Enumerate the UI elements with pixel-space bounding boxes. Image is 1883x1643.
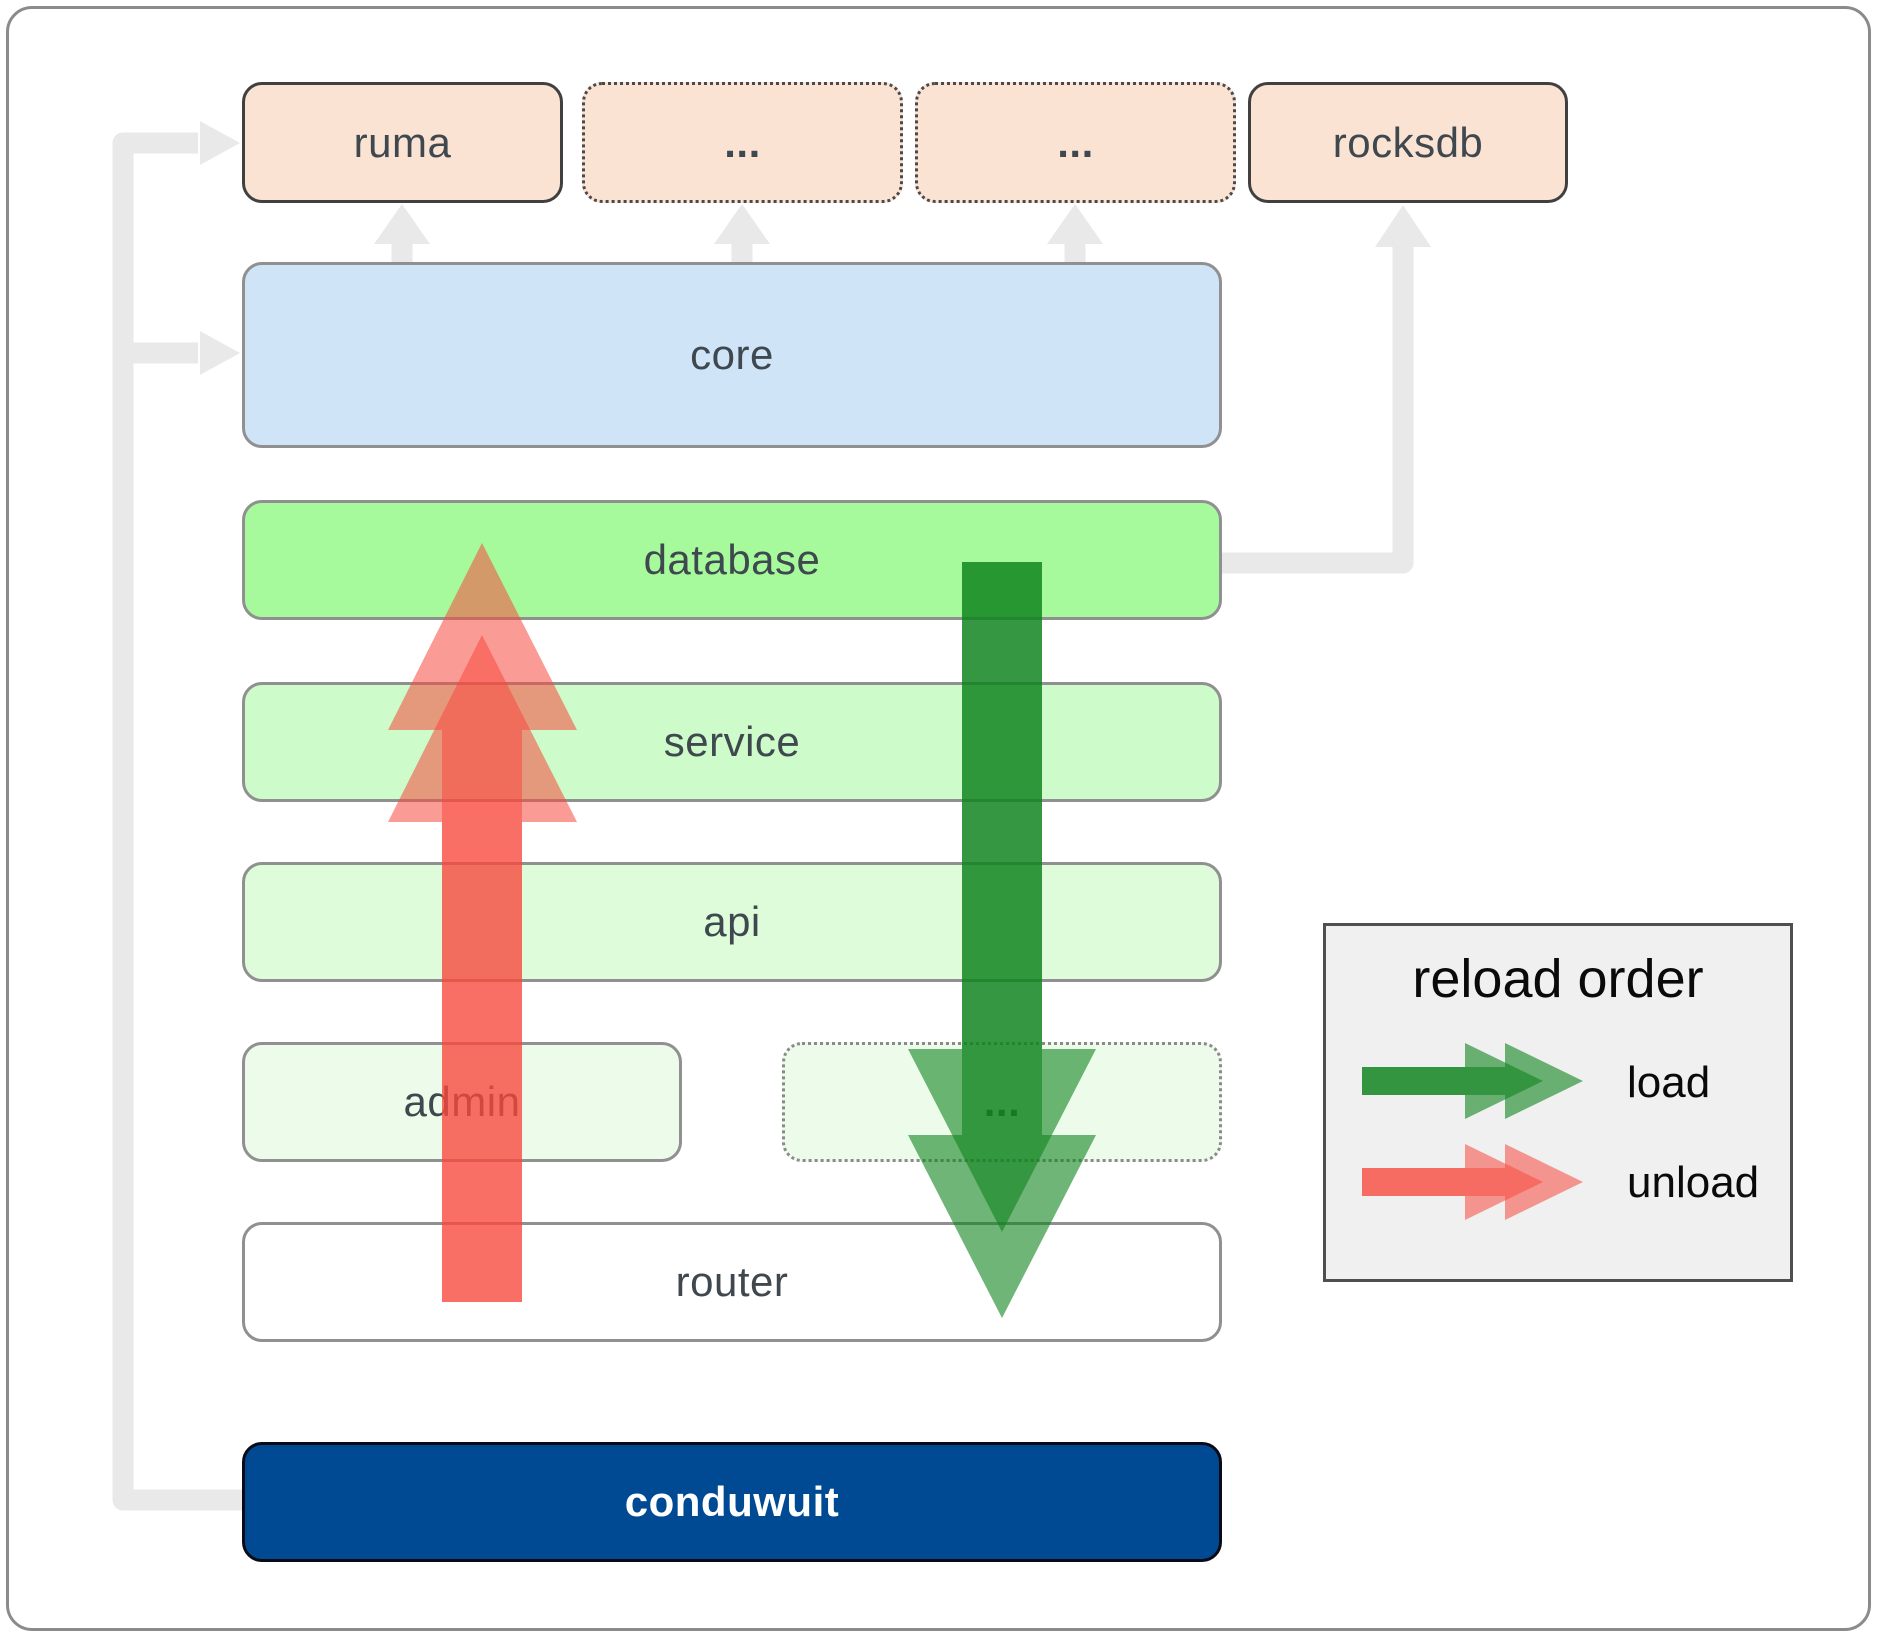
box-admin: admin	[242, 1042, 682, 1162]
box-conduwuit-label: conduwuit	[624, 1478, 840, 1525]
box-extra-service: ...	[782, 1042, 1222, 1162]
box-router-label: router	[675, 1258, 789, 1305]
box-extra3-label: ...	[983, 1078, 1021, 1125]
legend-unload-label: unload	[1627, 1158, 1760, 1207]
box-extra-module-2: ...	[915, 82, 1236, 203]
box-database: database	[242, 500, 1222, 620]
box-service: service	[242, 682, 1222, 802]
box-router: router	[242, 1222, 1222, 1342]
legend-load-label: load	[1627, 1058, 1711, 1107]
box-api: api	[242, 862, 1222, 982]
box-extra2-label: ...	[1057, 118, 1094, 166]
legend-title: reload order	[1412, 949, 1704, 1009]
box-extra1-label: ...	[724, 118, 761, 166]
box-database-label: database	[643, 536, 821, 583]
box-conduwuit: conduwuit	[242, 1442, 1222, 1562]
box-admin-label: admin	[403, 1078, 521, 1125]
box-rocksdb: rocksdb	[1248, 82, 1568, 203]
box-extra-module-1: ...	[582, 82, 903, 203]
box-ruma: ruma	[242, 82, 563, 203]
box-service-label: service	[663, 718, 801, 765]
box-rocksdb-label: rocksdb	[1332, 118, 1484, 166]
box-api-label: api	[703, 898, 761, 945]
box-core: core	[242, 262, 1222, 448]
box-ruma-label: ruma	[353, 118, 452, 166]
outer-frame	[6, 6, 1871, 1631]
box-core-label: core	[690, 331, 774, 378]
